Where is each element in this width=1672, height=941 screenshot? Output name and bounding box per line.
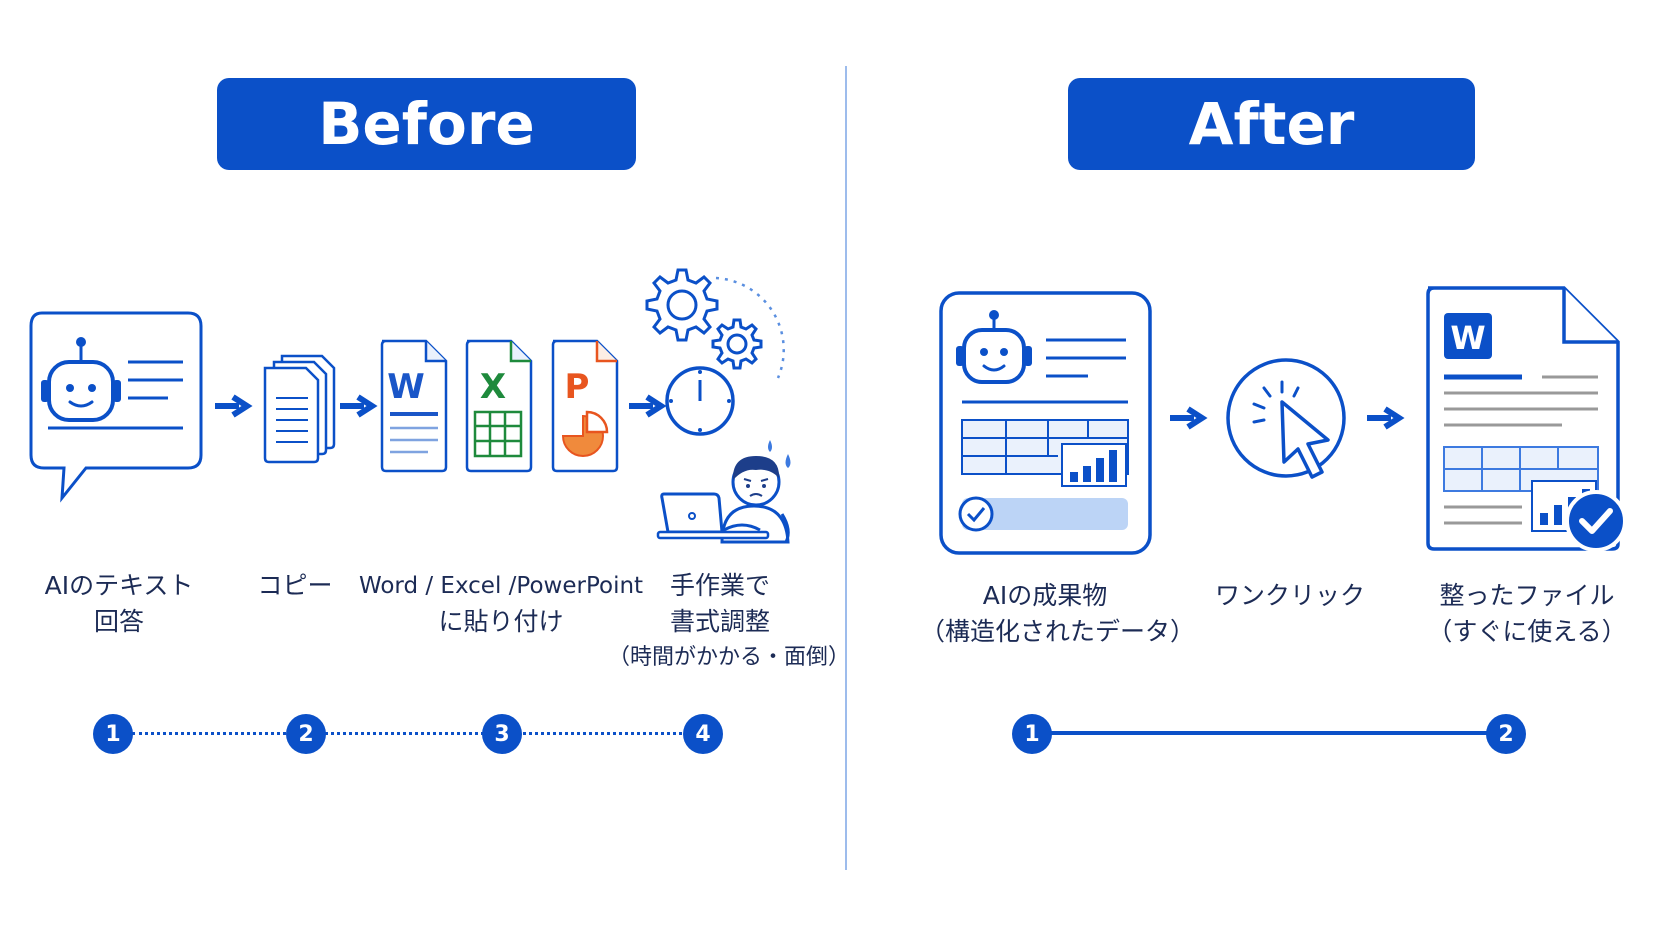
label-line: Word / Excel /PowerPoint (358, 573, 644, 599)
label-line: に貼り付け (438, 607, 564, 636)
label-line: コピー (257, 571, 333, 600)
arrow-right-icon (629, 394, 667, 418)
step-number: 1 (1024, 721, 1040, 747)
label-line: 回答 (93, 607, 144, 636)
step-number: 2 (298, 721, 314, 747)
after-step-2: 2 (1486, 714, 1526, 754)
svg-text:W: W (387, 367, 425, 407)
section-divider (845, 66, 847, 870)
after-timeline (1050, 731, 1488, 735)
arrow-right-icon (340, 394, 378, 418)
label-line: AIの成果物 (982, 581, 1108, 610)
copy-documents-icon (263, 354, 336, 464)
label-line: AIのテキスト (44, 571, 194, 600)
before-step-2: 2 (286, 714, 326, 754)
gears-clock-icon (645, 268, 785, 436)
word-file-check-icon: W (1426, 286, 1627, 552)
step-number: 4 (695, 721, 711, 747)
label-line: ワンクリック (1214, 581, 1365, 610)
step-number: 2 (1498, 721, 1514, 747)
label-note: （構造化されたデータ） (920, 617, 1196, 646)
after-header: After (1068, 78, 1475, 170)
before-label-manual-format: 手作業で 書式調整 （時間がかかる・面倒） (608, 568, 851, 676)
before-step-3: 3 (482, 714, 522, 754)
label-line: 手作業で (669, 571, 770, 600)
step-number: 1 (105, 721, 121, 747)
svg-text:W: W (1450, 319, 1485, 357)
before-title: Before (318, 90, 535, 158)
arrow-right-icon (1170, 406, 1208, 430)
after-title: After (1188, 90, 1355, 158)
after-label-clean-file: 整ったファイル （すぐに使える） (1412, 578, 1642, 650)
before-step-1: 1 (93, 714, 133, 754)
label-note: （時間がかかる・面倒） (608, 645, 851, 670)
word-doc-icon: W (380, 339, 448, 473)
ai-result-doc-icon (939, 291, 1152, 555)
svg-text:X: X (480, 367, 506, 407)
svg-text:P: P (565, 367, 590, 407)
after-label-ai-result: AIの成果物 （構造化されたデータ） (920, 578, 1196, 650)
before-step-4: 4 (683, 714, 723, 754)
after-label-one-click: ワンクリック (1200, 578, 1380, 614)
powerpoint-doc-icon: P (551, 339, 619, 473)
before-label-ai-text: AIのテキスト 回答 (32, 568, 206, 640)
step-number: 3 (494, 721, 510, 747)
before-label-paste: Word / Excel /PowerPoint に貼り付け (356, 568, 646, 640)
before-header: Before (217, 78, 636, 170)
robot-chat-icon (29, 311, 203, 503)
click-cursor-icon (1226, 358, 1346, 479)
arrow-right-icon (1367, 406, 1405, 430)
after-step-1: 1 (1012, 714, 1052, 754)
before-label-copy: コピー (240, 568, 350, 604)
label-line: 整ったファイル (1439, 581, 1615, 610)
label-line: 書式調整 (669, 607, 770, 636)
arrow-right-icon (215, 394, 253, 418)
excel-doc-icon: X (465, 339, 533, 473)
before-timeline (132, 732, 706, 735)
frustrated-person-icon (656, 440, 791, 544)
label-note: （すぐに使える） (1427, 617, 1627, 646)
